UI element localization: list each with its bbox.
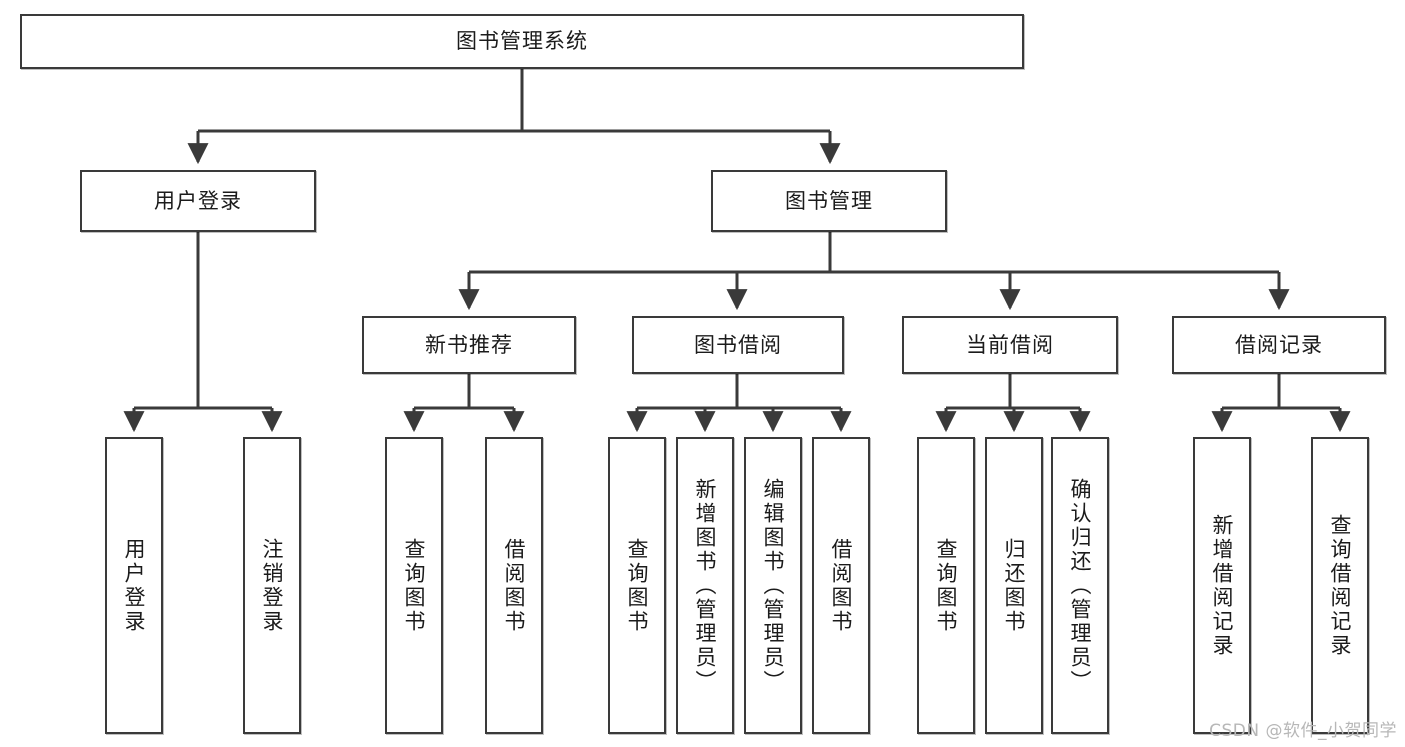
- node-root-label: 图书管理系统: [456, 29, 588, 54]
- leaf-label: 查询图书: [625, 537, 650, 634]
- node-new-book-recommend[interactable]: 新书推荐: [362, 316, 576, 374]
- node-book-management-label: 图书管理: [785, 188, 873, 213]
- leaf-current-borrow-confirm[interactable]: 确认归还（管理员）: [1051, 437, 1109, 734]
- node-root[interactable]: 图书管理系统: [20, 14, 1024, 69]
- leaf-book-borrow-add[interactable]: 新增图书（管理员）: [676, 437, 734, 734]
- leaf-label: 新增图书（管理员）: [693, 477, 718, 694]
- leaf-label: 注销登录: [260, 537, 285, 634]
- leaf-label: 确认归还（管理员）: [1068, 477, 1093, 694]
- leaf-borrow-record-add[interactable]: 新增借阅记录: [1193, 437, 1251, 734]
- node-book-borrow[interactable]: 图书借阅: [632, 316, 844, 374]
- leaf-label: 用户登录: [122, 537, 147, 634]
- leaf-user-login-login[interactable]: 用户登录: [105, 437, 163, 734]
- leaf-label: 查询图书: [934, 537, 959, 634]
- node-user-login[interactable]: 用户登录: [80, 170, 316, 232]
- leaf-borrow-record-query[interactable]: 查询借阅记录: [1311, 437, 1369, 734]
- node-current-borrow[interactable]: 当前借阅: [902, 316, 1118, 374]
- leaf-current-borrow-return[interactable]: 归还图书: [985, 437, 1043, 734]
- node-book-borrow-label: 图书借阅: [694, 332, 782, 357]
- leaf-new-book-borrow[interactable]: 借阅图书: [485, 437, 543, 734]
- leaf-label: 查询图书: [402, 537, 427, 634]
- node-user-login-label: 用户登录: [154, 188, 242, 213]
- leaf-book-borrow-edit[interactable]: 编辑图书（管理员）: [744, 437, 802, 734]
- leaf-label: 归还图书: [1002, 537, 1027, 634]
- leaf-label: 借阅图书: [502, 537, 527, 634]
- node-book-management[interactable]: 图书管理: [711, 170, 947, 232]
- leaf-new-book-query[interactable]: 查询图书: [385, 437, 443, 734]
- leaf-label: 查询借阅记录: [1328, 513, 1353, 658]
- leaf-book-borrow-borrow[interactable]: 借阅图书: [812, 437, 870, 734]
- leaf-label: 编辑图书（管理员）: [761, 477, 786, 694]
- leaf-label: 借阅图书: [829, 537, 854, 634]
- node-borrow-record-label: 借阅记录: [1235, 332, 1323, 357]
- leaf-label: 新增借阅记录: [1210, 513, 1235, 658]
- leaf-current-borrow-query[interactable]: 查询图书: [917, 437, 975, 734]
- leaf-user-login-logout[interactable]: 注销登录: [243, 437, 301, 734]
- leaf-book-borrow-query[interactable]: 查询图书: [608, 437, 666, 734]
- watermark: CSDN @软件_小贺同学: [1209, 721, 1397, 741]
- node-new-book-recommend-label: 新书推荐: [425, 332, 513, 357]
- node-borrow-record[interactable]: 借阅记录: [1172, 316, 1386, 374]
- node-current-borrow-label: 当前借阅: [966, 332, 1054, 357]
